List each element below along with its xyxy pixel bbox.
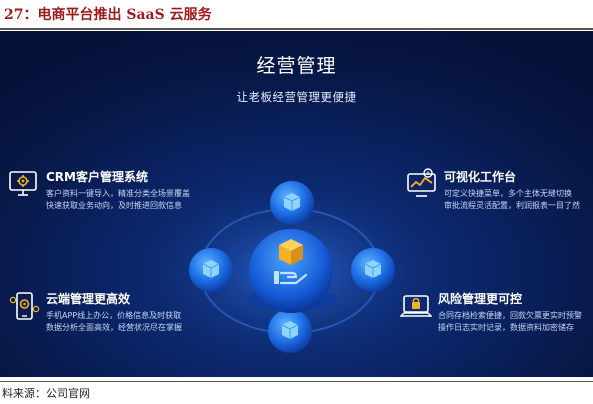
feature-risk-line-2: 操作日志实时记录，数据资料加密储存 xyxy=(438,323,574,332)
feature-crm-title: CRM客户管理系统 xyxy=(46,170,148,184)
node-bottom xyxy=(268,309,312,353)
svg-text:¥: ¥ xyxy=(426,171,429,177)
feature-workbench-title: 可视化工作台 xyxy=(444,170,517,184)
feature-crm-line-1: 客户资料一键导入，精准分类全场景覆盖 xyxy=(46,189,190,198)
feature-cloud: 云端管理更高效 手机APP线上办公，价格信息及时获取 数据分析全面高效，经营状况… xyxy=(8,290,238,340)
figure-source: 料来源：公司官网 xyxy=(2,387,90,400)
node-right xyxy=(351,248,395,292)
feature-workbench: ¥ 可视化工作台 可定义快捷菜单，多个主体无缝切换 审批流程灵活配置，利润报表一… xyxy=(406,168,592,218)
gold-cube-icon xyxy=(279,239,303,265)
hand-icon xyxy=(274,271,308,285)
mobile-gear-icon xyxy=(9,292,40,320)
hub-illustration xyxy=(140,181,440,361)
top-rule xyxy=(0,28,593,30)
panel-title: 经营管理 xyxy=(256,55,337,77)
laptop-lock-icon xyxy=(400,295,432,317)
feature-crm: CRM客户管理系统 客户资料一键导入，精准分类全场景覆盖 快速获取业务动向，及时… xyxy=(8,168,238,218)
bottom-rule xyxy=(0,381,593,382)
node-top xyxy=(270,181,314,225)
feature-cloud-line-2: 数据分析全面高效，经营状况尽在掌握 xyxy=(46,323,182,332)
feature-risk-line-1: 合同存档检索便捷，回款欠票更实时预警 xyxy=(438,311,582,320)
figure-title: 27：电商平台推出 SaaS 云服务 xyxy=(4,7,212,23)
feature-workbench-line-1: 可定义快捷菜单，多个主体无缝切换 xyxy=(444,189,572,198)
chart-monitor-icon: ¥ xyxy=(407,168,436,197)
feature-crm-line-2: 快速获取业务动向，及时推进回款信息 xyxy=(46,201,182,210)
panel-subtitle: 让老板经营管理更便捷 xyxy=(236,90,357,104)
node-left xyxy=(189,248,233,292)
saas-promo-panel: 经营管理 让老板经营管理更便捷 CRM客户管理系统 客户资料一键导入，精准分类全… xyxy=(0,31,593,377)
feature-cloud-title: 云端管理更高效 xyxy=(46,292,131,306)
feature-risk-title: 风险管理更可控 xyxy=(438,292,523,306)
center-hub xyxy=(247,229,335,313)
feature-workbench-line-2: 审批流程灵活配置，利润报表一目了然 xyxy=(444,201,580,210)
feature-cloud-line-1: 手机APP线上办公，价格信息及时获取 xyxy=(46,311,182,320)
monitor-gear-icon xyxy=(9,171,37,196)
feature-risk: 风险管理更可控 合同存档检索便捷，回款欠票更实时预警 操作日志实时记录，数据资料… xyxy=(400,290,592,340)
